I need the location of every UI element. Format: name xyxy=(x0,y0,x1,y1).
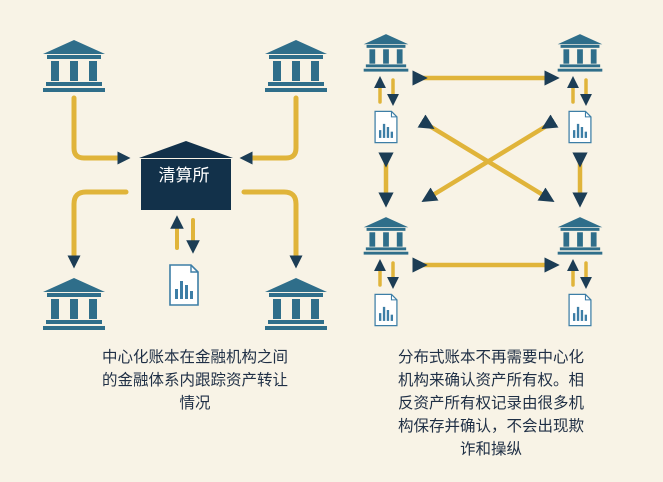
connector-bottom-right xyxy=(241,189,303,269)
ledger-document-icon xyxy=(568,293,592,327)
link-diagonal-b xyxy=(421,114,559,202)
bank-building-icon xyxy=(265,278,327,330)
bank-building-icon xyxy=(43,278,105,330)
bank-building-icon xyxy=(363,34,409,72)
bank-building-icon xyxy=(363,217,409,255)
ledger-document-icon xyxy=(568,110,592,144)
connector-top-right xyxy=(239,95,299,165)
ledger-document-icon xyxy=(374,293,398,327)
bank-building-icon xyxy=(43,40,105,92)
ledger-document-icon xyxy=(169,264,199,306)
connector-top-left xyxy=(71,95,131,165)
decentralized-caption: 分布式账本不再需要中心化 机构来确认资产所有权。相 反资产所有权记录由很多机 构… xyxy=(397,348,584,458)
bank-building-icon xyxy=(557,34,603,72)
ledger-document-icon xyxy=(374,110,398,144)
bank-building-icon xyxy=(265,40,327,92)
clearing-house-hub: 清算所 xyxy=(139,141,233,210)
bank-building-icon xyxy=(557,217,603,255)
decentralized-ledger-panel xyxy=(363,34,603,327)
centralized-caption: 中心化账本在金融机构之间 的金融体系内跟踪资产转让 情况 xyxy=(101,348,288,412)
hub-label: 清算所 xyxy=(159,166,210,186)
connector-bottom-left xyxy=(67,189,129,269)
centralized-ledger-panel: 清算所 xyxy=(43,40,327,330)
